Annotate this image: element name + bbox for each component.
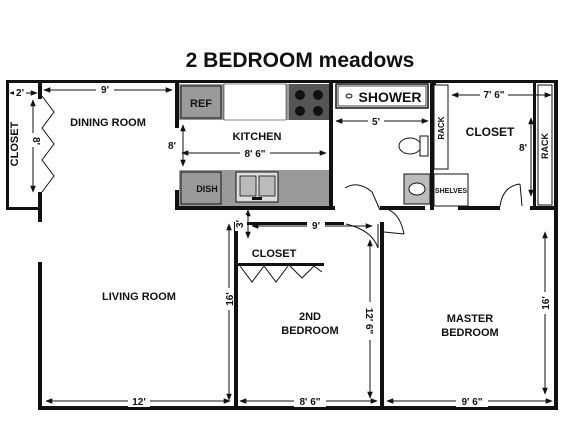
closet-hall-doors xyxy=(239,265,323,283)
burner-icon xyxy=(295,90,305,100)
label-living-room: LIVING ROOM xyxy=(102,291,176,303)
label-dining-room: DINING ROOM xyxy=(70,117,146,129)
burner-icon xyxy=(295,106,305,116)
dim-shower-width: 5' xyxy=(372,117,380,128)
label-dish: DISH xyxy=(196,184,218,194)
walls xyxy=(6,80,558,410)
refrigerator xyxy=(180,85,222,119)
dim-living-width: 12' xyxy=(132,397,146,408)
burner-icon xyxy=(313,90,323,100)
dim-right-closet-height: 8' xyxy=(519,143,527,154)
dishwasher xyxy=(180,171,222,205)
shelves xyxy=(433,173,469,207)
label-kitchen: KITCHEN xyxy=(233,131,282,143)
label-shower: SHOWER xyxy=(359,89,422,105)
kitchen-fixtures xyxy=(179,83,329,206)
room-labels: DINING ROOM KITCHEN LIVING ROOM 2ND BEDR… xyxy=(9,117,515,339)
label-closet-hall: CLOSET xyxy=(252,248,297,260)
label-ref: REF xyxy=(190,98,212,110)
burner-icon xyxy=(313,106,323,116)
label-master-bedroom-1: MASTER xyxy=(447,313,494,325)
bath-fixtures xyxy=(335,83,553,207)
dim-closet-height: 8' xyxy=(30,137,41,145)
label-second-bedroom-1: 2ND xyxy=(299,311,321,323)
fixture-labels: REF DISH SHOWER SHELVES RACK RACK xyxy=(190,89,550,195)
dim-right-closet-width: 7' 6" xyxy=(483,90,504,101)
label-second-bedroom-2: BEDROOM xyxy=(281,325,338,337)
door-swings xyxy=(344,183,523,249)
dim-dining-width: 9' xyxy=(101,85,109,96)
rack-left xyxy=(433,84,449,170)
stove xyxy=(289,84,329,120)
label-rack-right: RACK xyxy=(540,133,550,159)
dim-second-bed-width: 8' 6" xyxy=(299,397,320,408)
dim-living-height: 16' xyxy=(225,292,236,306)
toilet-icon xyxy=(398,137,422,155)
dim-hall-depth: 3' xyxy=(235,220,246,228)
dim-second-bed-height: 12' 6" xyxy=(363,308,374,335)
dim-kitchen-width: 8' 6" xyxy=(244,149,265,160)
label-rack-left: RACK xyxy=(437,116,446,139)
rack-right xyxy=(537,84,553,206)
plan-title: 2 BEDROOM meadows xyxy=(186,49,415,72)
closet-left-doors xyxy=(41,95,55,193)
dim-master-width: 9' 6" xyxy=(461,397,482,408)
dimension-labels: 2' 9' 8' 8' 8' 6" 5' 7' 6" 8' 9' 3' 16' … xyxy=(14,84,553,408)
shower xyxy=(335,83,429,109)
label-closet-right: CLOSET xyxy=(466,125,515,139)
dim-master-height: 16' xyxy=(541,296,552,310)
dim-kitchen-height: 8' xyxy=(168,141,176,152)
dim-closet-width: 2' xyxy=(16,88,24,99)
label-master-bedroom-2: BEDROOM xyxy=(441,327,498,339)
label-shelves: SHELVES xyxy=(435,188,467,195)
label-closet-left: CLOSET xyxy=(9,121,21,166)
dim-hall-width: 9' xyxy=(312,221,320,232)
shower-drain-icon xyxy=(345,93,353,99)
